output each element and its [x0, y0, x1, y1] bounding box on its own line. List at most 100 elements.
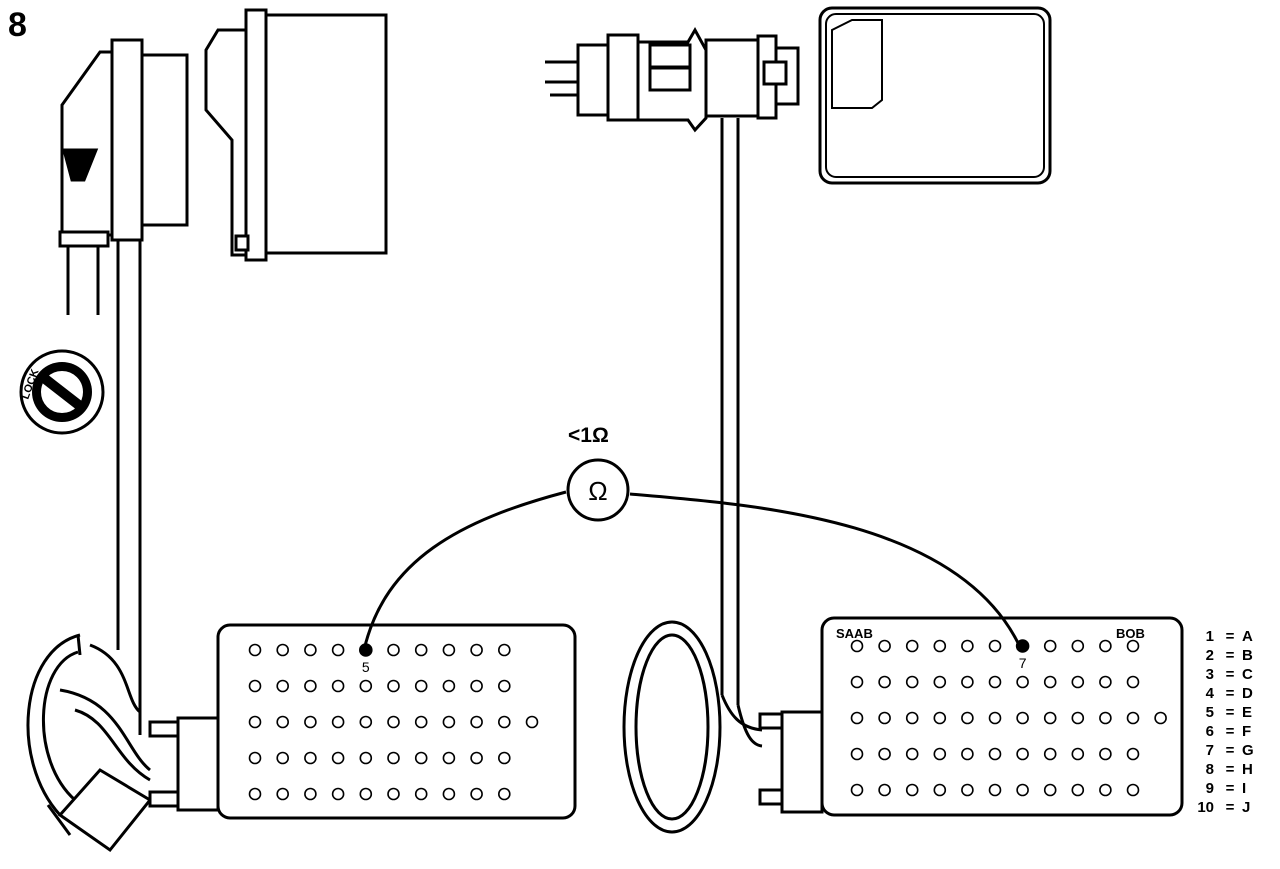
right-pin: [1126, 711, 1140, 725]
right-pin: [1016, 783, 1029, 797]
right-pin: [1043, 675, 1057, 689]
right-pin: [1099, 783, 1112, 797]
left-cable: [116, 240, 142, 735]
left-pin: [387, 679, 400, 693]
legend-letter: F: [1242, 723, 1251, 740]
right-pin: [988, 711, 1002, 725]
right-pin: [988, 675, 1002, 689]
legend-equals: =: [1226, 628, 1235, 645]
left-pin: [248, 787, 262, 801]
left-probe-label: 5: [362, 659, 370, 675]
legend-equals: =: [1226, 761, 1235, 778]
right-pin-grid: [850, 639, 1167, 797]
left-pin: [304, 643, 317, 657]
legend-letter: G: [1242, 742, 1254, 759]
left-pin: [442, 751, 456, 765]
right-pin: [1126, 639, 1140, 653]
legend-number: 9: [1206, 780, 1214, 797]
right-pin: [878, 783, 891, 797]
right-pin: [1071, 783, 1085, 797]
left-pin: [276, 751, 290, 765]
right-pin: [905, 783, 919, 797]
ecu-module: [818, 6, 1052, 185]
pin-letter-legend: 1=A2=B3=C4=D5=E6=F7=G8=H9=I10=J: [1197, 628, 1253, 816]
left-pin: [442, 715, 456, 729]
right-pin: [850, 711, 864, 725]
right-probe-label: 7: [1019, 655, 1027, 671]
resistance-spec: <1Ω: [568, 424, 609, 447]
left-pin: [414, 787, 428, 801]
left-pin: [470, 787, 483, 801]
right-pin: [961, 711, 974, 725]
right-pin: [1099, 747, 1112, 761]
right-pin: [988, 639, 1002, 653]
ohm-symbol: Ω: [588, 476, 607, 506]
legend-equals: =: [1226, 704, 1235, 721]
meter-lead-left: [362, 490, 567, 651]
legend-equals: =: [1226, 723, 1235, 740]
right-pin: [933, 639, 947, 653]
left-pin: [414, 715, 428, 729]
right-pin: [1016, 711, 1029, 725]
right-pin: [1043, 783, 1057, 797]
right-pin: [905, 747, 919, 761]
legend-number: 7: [1206, 742, 1214, 759]
right-pin: [1043, 639, 1057, 653]
right-pin: [933, 747, 947, 761]
right-pin: [988, 783, 1002, 797]
ohmmeter: <1Ω Ω: [362, 424, 1022, 651]
legend-number: 10: [1197, 799, 1214, 816]
left-pin: [470, 751, 483, 765]
legend-equals: =: [1226, 685, 1235, 702]
left-pin: [248, 643, 262, 657]
left-pin: [304, 679, 317, 693]
legend-letter: J: [1242, 799, 1250, 816]
left-pin: [497, 643, 511, 657]
lock-dial: LOCK: [19, 349, 105, 435]
left-pin: [387, 751, 400, 765]
right-pin: [1126, 783, 1140, 797]
right-pin: [933, 783, 947, 797]
legend-number: 3: [1206, 666, 1214, 683]
left-pin: [414, 751, 428, 765]
right-pin: [878, 675, 891, 689]
right-pin: [961, 783, 974, 797]
left-pin: [525, 715, 539, 729]
legend-letter: H: [1242, 761, 1253, 778]
legend-equals: =: [1226, 780, 1235, 797]
right-pin: [933, 711, 947, 725]
left-pin: [276, 787, 290, 801]
left-pin: [359, 679, 373, 693]
right-pin: [850, 639, 864, 653]
legend-number: 5: [1206, 704, 1214, 721]
right-pin: [1154, 711, 1167, 725]
legend-number: 4: [1206, 685, 1215, 702]
left-pin: [387, 715, 400, 729]
left-pin: [359, 715, 373, 729]
right-pin: [1099, 711, 1112, 725]
left-pin: [331, 787, 345, 801]
right-pin: [850, 783, 864, 797]
left-pin: [248, 715, 262, 729]
left-harness-loop: [26, 633, 220, 853]
left-pin: [414, 679, 428, 693]
right-pin: [1016, 747, 1029, 761]
left-pin: [414, 643, 428, 657]
right-pin: [1016, 675, 1029, 689]
ohmmeter-dial: [566, 458, 630, 522]
right-pin: [1071, 747, 1085, 761]
legend-letter: C: [1242, 666, 1253, 683]
right-connector-assembly: [545, 26, 800, 133]
left-pin: [331, 679, 345, 693]
left-pin: [470, 679, 483, 693]
left-pin: [442, 679, 456, 693]
left-pin: [276, 679, 290, 693]
right-breakout-box: SAAB BOB 7: [820, 616, 1184, 817]
legend-number: 6: [1206, 723, 1214, 740]
right-pin: [1071, 675, 1085, 689]
left-pin: [304, 715, 317, 729]
figure-number: 8: [8, 6, 27, 44]
right-pin: [1071, 711, 1085, 725]
right-pin: [878, 711, 891, 725]
left-pin: [304, 751, 317, 765]
